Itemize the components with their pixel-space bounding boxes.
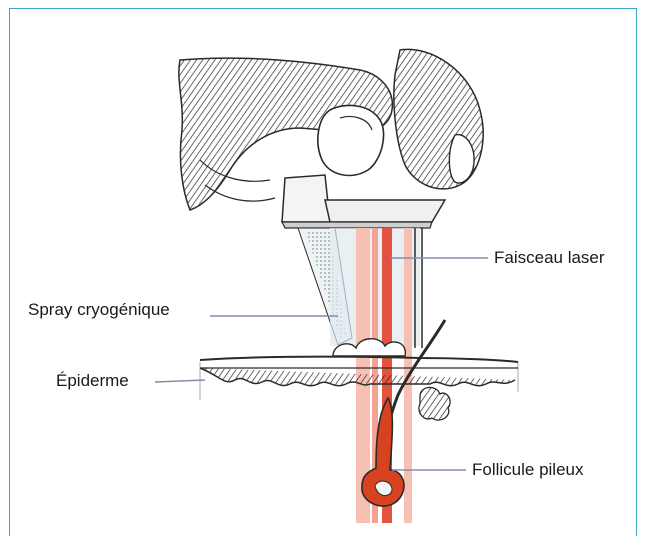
hair-follicle-label: Follicule pileux [472, 460, 584, 480]
hand-drawing [179, 49, 483, 210]
laser-beam-label: Faisceau laser [494, 248, 605, 268]
sebaceous-gland [419, 387, 450, 420]
epidermis-leader [155, 380, 205, 382]
cryogenic-spray-label: Spray cryogénique [28, 300, 170, 320]
epidermis-label: Épiderme [56, 371, 129, 391]
